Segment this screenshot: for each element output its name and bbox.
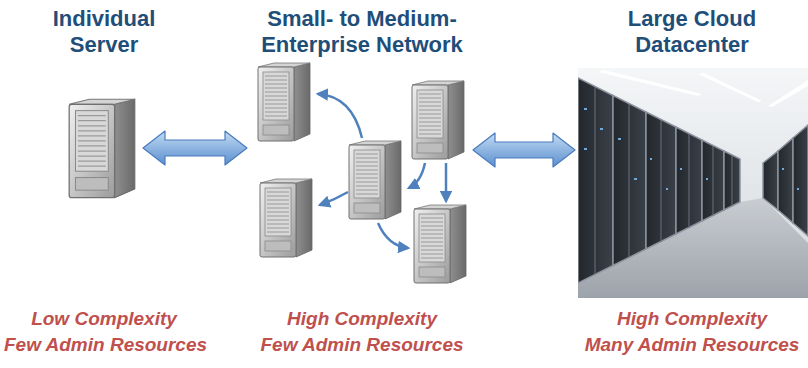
complexity-note: High Complexity xyxy=(287,306,437,332)
illustration-node: Large Cloud DatacenterHigh ComplexityMan… xyxy=(578,68,808,298)
complexity-note: High Complexity xyxy=(617,306,767,332)
rack-row xyxy=(578,78,808,283)
complexity-note: Low Complexity xyxy=(31,306,177,332)
network-link xyxy=(409,163,425,188)
datacenter-ground xyxy=(578,68,808,298)
ceiling-lights xyxy=(598,70,808,107)
column-heading: Individual Server xyxy=(29,6,179,58)
network-illustration xyxy=(258,63,466,283)
column-heading: Small- to Medium- Enterprise Network xyxy=(242,6,482,58)
illustration-node: Small- to Medium- Enterprise NetworkHigh… xyxy=(250,62,470,286)
complexity-note: Few Admin Resources xyxy=(4,332,207,358)
rack-leds xyxy=(584,108,799,190)
rack-grilles xyxy=(595,87,732,274)
illustration-node: Individual ServerLow ComplexityFew Admin… xyxy=(62,98,140,200)
server-icon xyxy=(260,179,312,257)
network-links xyxy=(318,94,446,248)
network-link xyxy=(320,192,348,205)
network-link xyxy=(445,163,448,201)
network-link xyxy=(378,223,408,248)
server-icon xyxy=(349,141,401,219)
complexity-note: Many Admin Resources xyxy=(585,332,800,358)
complexity-note: Few Admin Resources xyxy=(260,332,463,358)
double-arrow xyxy=(473,133,575,167)
server-icon xyxy=(258,63,310,141)
column-heading: Large Cloud Datacenter xyxy=(602,6,782,58)
server-icon xyxy=(414,205,466,283)
datacenter-photo xyxy=(578,68,808,298)
server-icon xyxy=(69,99,135,197)
network-link xyxy=(318,94,362,138)
server-icon xyxy=(412,81,464,159)
double-arrow xyxy=(143,131,247,165)
